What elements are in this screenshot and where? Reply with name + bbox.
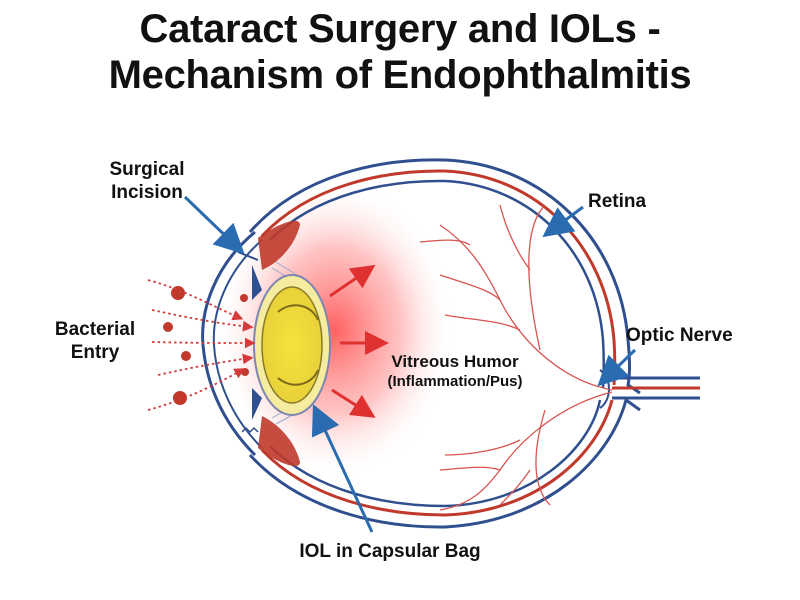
label-vitreous-humor-title: Vitreous Humor [391,352,519,371]
bacterium [163,322,173,332]
page-title: Cataract Surgery and IOLs - Mechanism of… [0,6,800,98]
pointer-incision [183,195,245,255]
label-vitreous-humor: Vitreous Humor (Inflammation/Pus) [360,352,550,392]
label-bacterial-entry-line-2: Entry [70,342,120,363]
bacterial-path [151,337,256,349]
label-surgical-incision: Surgical Incision [92,158,202,204]
title-line-2: Mechanism of Endophthalmitis [108,53,692,97]
iris-bottom [258,416,300,467]
retina-layer [260,169,617,517]
iol-optic [261,286,323,404]
bacterial-path [147,368,246,411]
bacterial-path [147,279,244,321]
eye-globe [201,158,700,529]
cornea [201,230,257,457]
label-optic-nerve: Optic Nerve [626,325,733,346]
label-bacterial-entry-line-1: Bacterial [54,319,136,340]
label-surgical-incision-line-1: Surgical [109,159,185,180]
bacterium [240,294,248,302]
pointer-optic-nerve [597,348,637,387]
bacterium [171,286,185,300]
iol-haptic-bottom [277,369,319,386]
bacterial-path [151,309,254,332]
spread-arrow-down [331,388,376,418]
spread-arrow-up [329,264,376,298]
iol-haptic-top [277,304,319,321]
iris-top [258,220,300,270]
retinal-vessels [419,204,613,511]
pointer-iol [311,404,374,533]
pointer-retina [542,205,584,238]
bacterium [181,351,191,361]
label-retina: Retina [588,191,647,212]
label-iol: IOL in Capsular Bag [299,541,481,562]
bacterial-path [157,353,254,376]
label-bacterial-entry: Bacterial Entry [45,318,145,364]
label-surgical-incision-line-2: Incision [111,182,183,203]
title-line-1: Cataract Surgery and IOLs - [139,7,661,51]
bacteria [147,279,256,411]
label-vitreous-humor-note: (Inflammation/Pus) [387,373,523,390]
bacterium [241,368,249,376]
